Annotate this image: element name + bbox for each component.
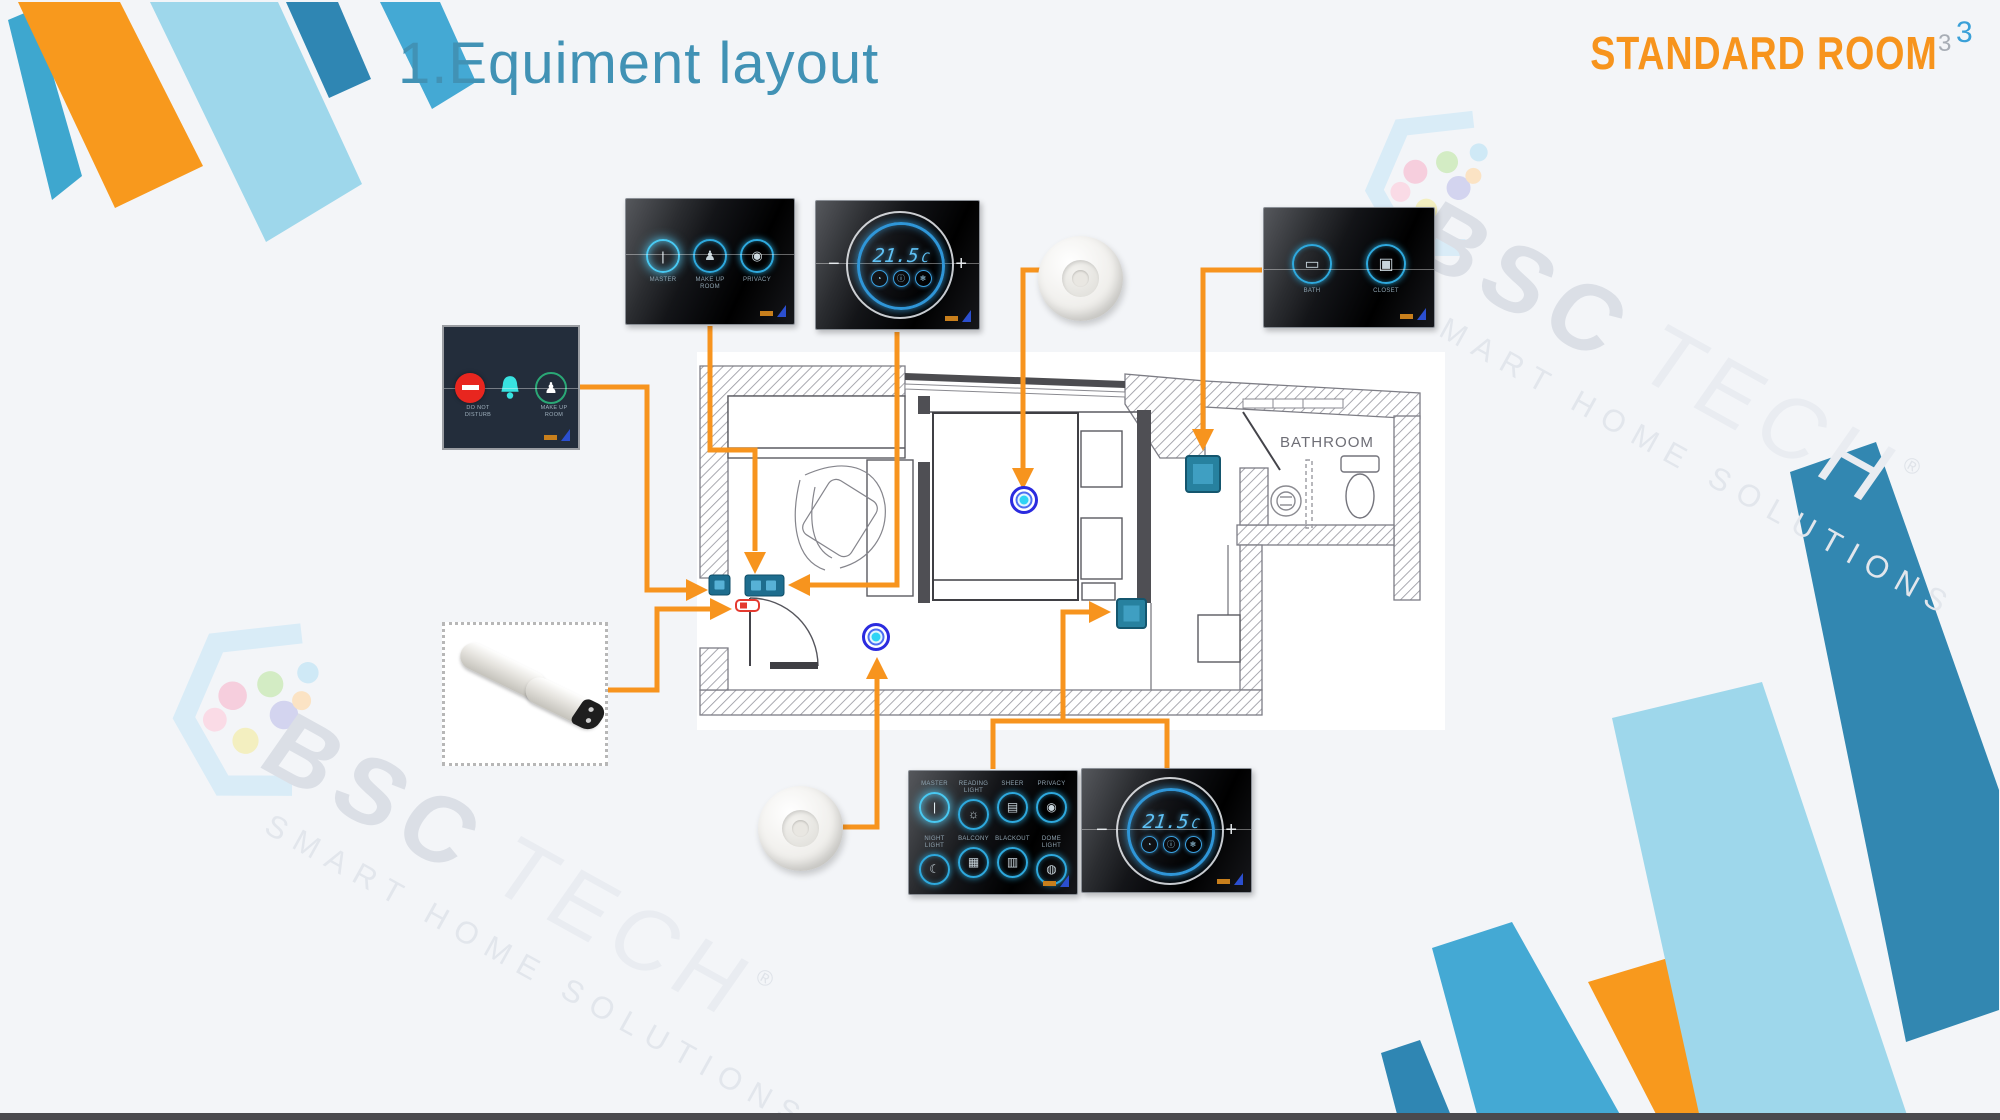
door-contact-marker <box>735 599 760 612</box>
fan-icon: ❄ <box>1184 836 1202 853</box>
privacy-icon: ◉ <box>1036 791 1067 823</box>
power-icon: | <box>919 791 950 823</box>
switch-panel-2gang: ▭ BATH ▣ CLOSET <box>1263 207 1435 328</box>
brand-logo <box>760 304 786 317</box>
solid-walls <box>918 396 1151 603</box>
scene-panel-8gang: MASTER | READING LIGHT ☼ SHEER ▤ PRIVACY… <box>908 770 1078 895</box>
reading-light-icon: ☼ <box>958 798 989 830</box>
connector-lines <box>578 267 1262 830</box>
bath-light-icon: ▭ <box>1292 244 1332 284</box>
page-number-ghost: 3 <box>1938 30 1952 57</box>
thermostat-panel: 21.5C ◔ ⓘ ❄ − + <box>815 200 980 330</box>
ceiling-light-marker <box>1010 486 1038 514</box>
temperature-display: 21.5C <box>1141 811 1200 833</box>
fan-icon: ❄ <box>914 270 932 287</box>
pir-motion-sensor <box>1038 236 1123 321</box>
sensor-body <box>521 672 609 734</box>
corner-stripes-bottom-right <box>1381 442 1999 1118</box>
privacy-icon: ◉ <box>740 239 774 273</box>
pillow <box>1080 517 1123 580</box>
bathroom-door-leaf <box>1242 411 1281 471</box>
bellhop-icon: ♟ <box>693 239 727 273</box>
doorbell-icon <box>501 375 519 399</box>
thermostat-dial-ring <box>846 211 954 319</box>
thermostat-dial-ring <box>1116 777 1224 885</box>
brand-logo <box>1043 874 1069 887</box>
timer-icon: ◔ <box>1140 836 1158 853</box>
thermostat-dial: 21.5C ◔ ⓘ ❄ <box>1127 788 1215 876</box>
pir-motion-sensor <box>758 786 843 871</box>
corner-stripes-top-left <box>8 2 476 242</box>
brand-logo <box>1400 307 1426 320</box>
door-contact-sensor <box>442 622 609 766</box>
temp-minus-button: − <box>1096 819 1108 841</box>
mode-icon: ⓘ <box>892 270 910 287</box>
temperature-display: 21.5C <box>871 245 930 267</box>
room-type-header: STANDARD ROOM <box>1590 27 1938 79</box>
entry-switch-panel-marker <box>744 574 785 597</box>
page-number: 3 <box>1956 16 1973 49</box>
balcony-icon: ▦ <box>958 846 989 878</box>
interior-lines <box>727 395 1380 690</box>
shaft <box>1197 614 1241 663</box>
scene-panel-3gang: | MASTER ♟ MAKE UP ROOM ◉ PRIVACY <box>625 198 795 325</box>
brand-logo <box>945 309 971 322</box>
ceiling-light-marker <box>862 623 890 651</box>
temp-plus-button: + <box>955 253 967 275</box>
toilet <box>1340 455 1380 519</box>
do-not-disturb-icon <box>455 372 485 403</box>
window-band <box>904 373 1344 409</box>
brand-logo <box>1217 872 1243 885</box>
closet <box>866 459 914 597</box>
towel-rail <box>1305 459 1313 529</box>
temp-plus-button: + <box>1225 819 1237 841</box>
plan-devices <box>708 455 1221 651</box>
pillow <box>1080 430 1123 488</box>
thermostat-panel: 21.5C ◔ ⓘ ❄ − + <box>1081 768 1252 893</box>
closet-light-icon: ▣ <box>1366 244 1406 284</box>
timer-icon: ◔ <box>870 270 888 287</box>
connector-arrowheads <box>686 429 1214 679</box>
blackout-curtain-icon: ▥ <box>997 846 1028 878</box>
thermostat-dial: 21.5C ◔ ⓘ ❄ <box>857 222 945 310</box>
mode-icon: ⓘ <box>1162 836 1180 853</box>
sketch-chair <box>794 465 886 571</box>
shower-drain <box>1270 485 1302 517</box>
sheer-curtain-icon: ▤ <box>997 791 1028 823</box>
power-icon: | <box>646 239 680 273</box>
bed <box>932 412 1079 601</box>
bottom-edge-bar <box>0 1113 2000 1120</box>
nightstand <box>1081 582 1116 601</box>
bsc-logo-mark <box>172 623 319 796</box>
bathroom-label: BATHROOM <box>1280 434 1374 451</box>
night-light-icon: ☾ <box>919 853 950 885</box>
brand-logo <box>544 428 570 441</box>
temp-minus-button: − <box>828 253 840 275</box>
make-up-room-icon: ♟ <box>535 371 567 404</box>
page-title: 1.Equiment layout <box>398 31 880 96</box>
